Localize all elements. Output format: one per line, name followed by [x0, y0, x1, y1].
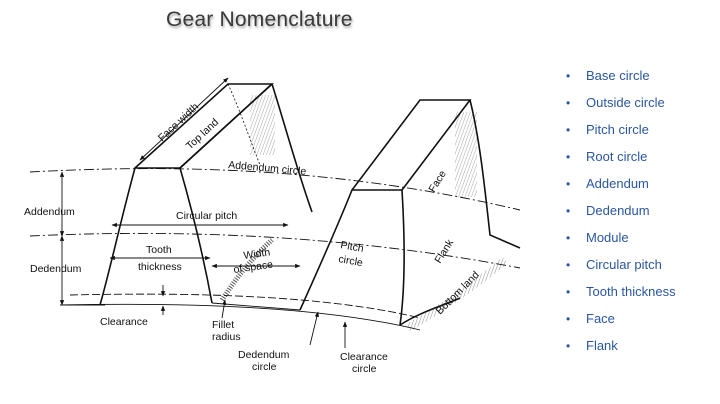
bullet-icon: • [566, 150, 571, 164]
list-item-label: Flank [586, 338, 618, 353]
list-item-label: Circular pitch [586, 257, 662, 272]
label-thickness: thickness [138, 261, 182, 273]
list-item: • Flank [566, 334, 676, 361]
list-item: • Dedendum [566, 199, 676, 226]
list-item: • Tooth thickness [566, 280, 676, 307]
label-fillet-radius: radius [212, 331, 241, 343]
bullet-icon: • [566, 312, 571, 326]
label-fillet: Fillet [212, 319, 234, 331]
page-title: Gear Nomenclature [166, 8, 353, 31]
list-item-label: Module [586, 230, 629, 245]
pitch-circle-arc [29, 232, 521, 269]
gear-tooth-left [99, 83, 313, 306]
bullet-icon: • [566, 231, 571, 245]
nomenclature-bullet-list: • Base circle • Outside circle • Pitch circ… [566, 64, 676, 361]
list-item-label: Addendum [586, 176, 649, 191]
list-item-label: Tooth thickness [586, 284, 676, 299]
label-clearance: Clearance [100, 316, 148, 328]
label-pitch: Pitch [339, 239, 364, 255]
label-face: Face [426, 168, 449, 194]
gear-nomenclature-diagram: Face width Top land Addendum circle Adde… [24, 77, 521, 375]
bullet-icon: • [566, 123, 571, 137]
clearance-circle-arc [69, 293, 421, 319]
label-of-space: of space [233, 259, 274, 276]
label-pitch-circle: circle [337, 253, 363, 269]
list-item-label: Root circle [586, 149, 648, 164]
list-item: • Pitch circle [566, 118, 676, 145]
bullet-icon: • [566, 204, 571, 218]
label-width: Width [243, 246, 271, 262]
bullet-icon: • [566, 285, 571, 299]
gear-tooth-right [299, 99, 521, 326]
top-land-shading [250, 95, 275, 155]
addendum-circle-arc [29, 168, 521, 211]
label-clearance-circle-1: Clearance [340, 351, 388, 363]
label-dedendum-circle-1: Dedendum [238, 349, 290, 361]
list-item: • Circular pitch [566, 253, 676, 280]
fillet-hatch-left [219, 238, 274, 302]
bullet-icon: • [566, 177, 571, 191]
list-item-label: Outside circle [586, 95, 665, 110]
dedendum-circle-arc [59, 303, 421, 331]
list-item-label: Base circle [586, 68, 650, 83]
list-item: • Base circle [566, 64, 676, 91]
label-tooth: Tooth [146, 244, 172, 256]
list-item: • Root circle [566, 145, 676, 172]
label-circular-pitch: Circular pitch [176, 210, 237, 222]
label-dedendum: Dedendum [30, 263, 82, 275]
list-item-label: Pitch circle [586, 122, 649, 137]
face-shading [455, 112, 477, 197]
bullet-icon: • [566, 339, 571, 353]
bullet-icon: • [566, 96, 571, 110]
dimension-lines [59, 77, 348, 348]
bullet-icon: • [566, 258, 571, 272]
bottom-land-hatch [405, 256, 508, 332]
label-dedendum-circle-2: circle [252, 361, 277, 373]
list-item-label: Face [586, 311, 615, 326]
list-item-label: Dedendum [586, 203, 650, 218]
label-clearance-circle-2: circle [352, 363, 377, 375]
label-flank: Flank [432, 237, 456, 266]
label-bottom-land: Bottom land [434, 269, 482, 317]
reference-circles [29, 168, 521, 331]
label-addendum: Addendum [24, 206, 75, 218]
list-item: • Face [566, 307, 676, 334]
list-item: • Module [566, 226, 676, 253]
list-item: • Addendum [566, 172, 676, 199]
list-item: • Outside circle [566, 91, 676, 118]
bullet-icon: • [566, 69, 571, 83]
